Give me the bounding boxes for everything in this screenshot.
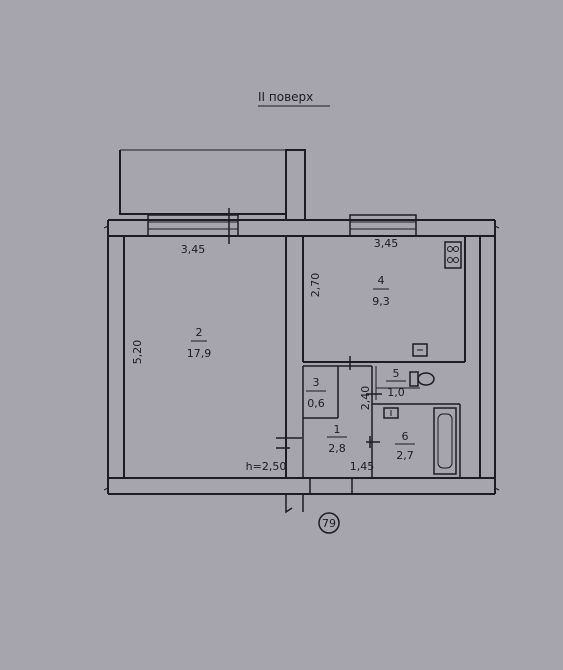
dim-room4-width: 3,45 (374, 237, 399, 250)
bathroom-walls (371, 366, 461, 478)
room2-number: 2 (196, 326, 203, 339)
apartment-number-circle (318, 512, 340, 534)
toilet-icon (409, 371, 435, 387)
central-wall-top (285, 149, 306, 221)
ceiling-height: h=2,50 (246, 460, 287, 473)
bottom-wall (108, 477, 495, 495)
dim-hall-length: 2,40 (359, 386, 372, 411)
door-room2 (276, 437, 302, 449)
balcony-outline (119, 150, 286, 215)
room5-number: 5 (393, 367, 400, 380)
entrance (285, 478, 353, 514)
door-bath (366, 436, 380, 448)
room1-area: 2,8 (328, 442, 346, 455)
wall-ends (103, 225, 500, 491)
right-wall (479, 220, 496, 494)
partition-room2 (285, 236, 304, 478)
dim-room2-length: 5,20 (131, 340, 144, 365)
window-room4 (349, 214, 417, 237)
room4-number: 4 (378, 274, 385, 287)
sink-icon (412, 343, 428, 357)
partition-room4 (303, 236, 466, 363)
dim-hall-width: 1,45 (350, 460, 375, 473)
room6-area: 2,7 (396, 449, 414, 462)
room4-area: 9,3 (372, 295, 390, 308)
room6-number: 6 (402, 430, 409, 443)
floor-title: II поверх (258, 90, 313, 104)
room5-area: 1,0 (387, 386, 405, 399)
stove-icon (444, 241, 462, 269)
door-room4 (349, 356, 366, 370)
washbasin-icon (383, 407, 399, 419)
room3-area: 0,6 (307, 397, 325, 410)
apartment-number: 79 (322, 517, 336, 530)
room1-number: 1 (334, 423, 341, 436)
bathtub-icon (433, 407, 457, 475)
dim-room2-width: 3,45 (181, 243, 206, 256)
left-wall (107, 220, 125, 494)
closet-wall (303, 366, 339, 419)
room3-number: 3 (313, 376, 320, 389)
window-room2 (147, 208, 239, 244)
dim-room4-length: 2,70 (309, 273, 322, 298)
room2-area: 17,9 (187, 347, 212, 360)
